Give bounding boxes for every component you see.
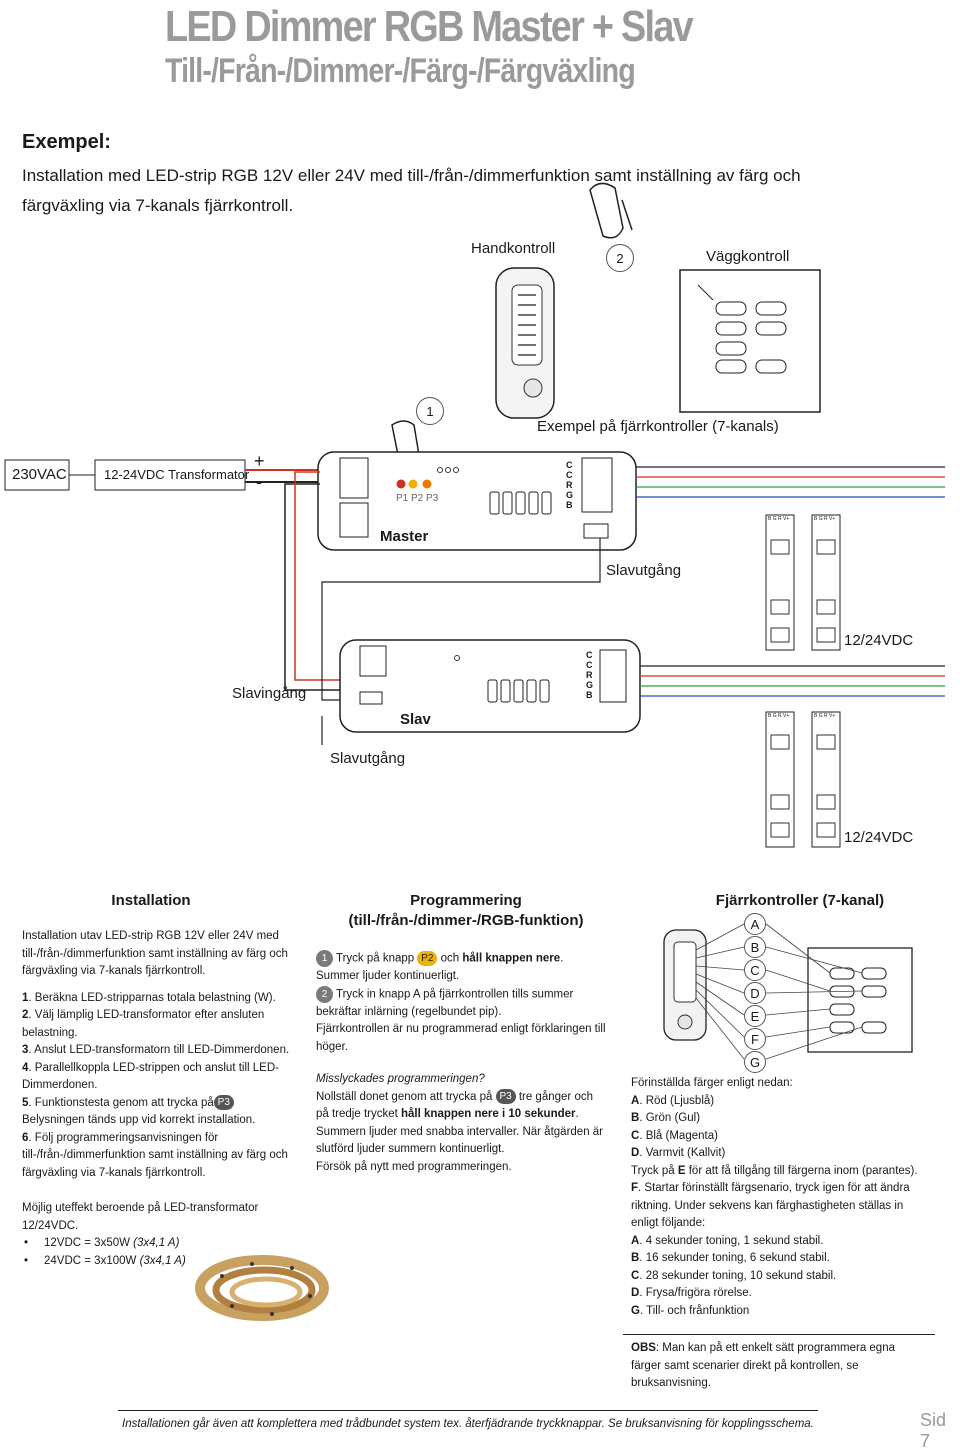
p3-badge-2: P3 [495, 1089, 516, 1105]
key-g: G [744, 1051, 766, 1073]
remote-heading: Fjärrkontroller (7-kanal) [715, 892, 885, 909]
installation-text: Installation utav LED-strip RGB 12V elle… [22, 928, 292, 1270]
page-subtitle: Till-/Från-/Dimmer-/Färg-/Färgväxling [165, 52, 636, 90]
obs-note: OBS: Man kan på ett enkelt sätt programm… [631, 1342, 895, 1389]
installation-heading: Installation [111, 892, 191, 909]
slav-label: Slav [400, 711, 431, 728]
example-text: Installation med LED-strip RGB 12V eller… [22, 166, 801, 215]
key-d: D [744, 982, 766, 1004]
programming-heading: Programmering (till-/från-/dimmer-/RGB-f… [348, 892, 584, 929]
slavingang-label: Slavingång [232, 685, 307, 702]
remote-text: Förinställda färger enligt nedan: A. Röd… [631, 1077, 918, 1317]
obs-divider [623, 1334, 935, 1335]
strip-label-2: B G R V+ [814, 516, 836, 522]
vaggkontroll-label: Väggkontroll [706, 248, 790, 265]
page-title: LED Dimmer RGB Master + Slav [165, 2, 694, 51]
slavutgang-label-2: Slavutgång [330, 750, 406, 767]
p3-badge: P3 [213, 1094, 234, 1110]
key-e: E [744, 1005, 766, 1027]
step-1-icon: 1 [316, 950, 333, 967]
page-number: Sid 7 [920, 1410, 947, 1451]
vdc-label-1: 12/24VDC [844, 632, 914, 649]
mains-label: 230VAC [12, 466, 67, 483]
step-2-icon: 2 [316, 985, 333, 1003]
footer-divider [118, 1410, 818, 1411]
step-2-badge: 2 [606, 244, 634, 272]
led-strip-reel-image [195, 1255, 329, 1321]
p-buttons-label: P1 P2 P3 [396, 493, 439, 504]
slavutgang-label-1: Slavutgång [606, 562, 682, 579]
key-a: A [744, 913, 766, 935]
plus-sign: + [254, 451, 265, 471]
remote-keys-diagram [663, 923, 913, 1060]
key-f: F [744, 1028, 766, 1050]
step-1-badge: 1 [416, 397, 444, 425]
footer-note: Installationen går även att komplettera … [122, 1418, 814, 1430]
strip-label-3: B G R V+ [768, 713, 790, 719]
wall-control-illustration [679, 269, 821, 413]
strip-label-1: B G R V+ [768, 516, 790, 522]
key-c: C [744, 959, 766, 981]
remotes-caption: Exempel på fjärrkontroller (7-kanals) [537, 418, 779, 435]
example-heading: Exempel: [22, 131, 111, 153]
strip-label-4: B G R V+ [814, 713, 836, 719]
vdc-label-2: 12/24VDC [844, 829, 914, 846]
key-b: B [744, 936, 766, 958]
master-label: Master [380, 528, 429, 545]
transformer-label: 12-24VDC Transformator [104, 467, 250, 482]
wiring-diagram [4, 182, 945, 848]
p2-badge: P2 [417, 951, 438, 966]
minus-sign: - [256, 472, 262, 492]
handkontroll-label: Handkontroll [471, 240, 556, 257]
hand-remote-illustration [495, 267, 555, 419]
